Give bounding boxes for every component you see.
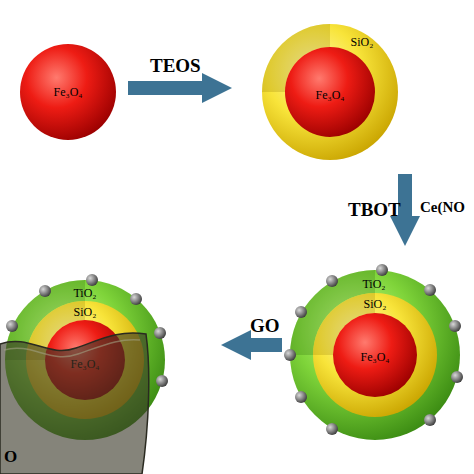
reagent-label: TEOS (150, 56, 201, 75)
dot (39, 285, 51, 297)
particle-layer: SiO₂ Fe₃O₄ (313, 293, 437, 417)
layer-label: Fe₃O₄ (360, 351, 389, 363)
sheet-highlight (4, 340, 140, 357)
layer-label: Fe₃O₄ (53, 86, 82, 98)
particle-layer: Fe₃O₄ (333, 313, 417, 397)
sphere (262, 24, 398, 160)
dot (326, 423, 338, 435)
layer-label: SiO₂ (351, 36, 374, 48)
dot (156, 375, 168, 387)
dot (6, 320, 18, 332)
process-arrow (128, 81, 202, 95)
reagent-label: TBOT (348, 200, 401, 219)
layer-label: SiO₂ (74, 306, 97, 318)
dot (284, 349, 296, 361)
sphere (290, 270, 460, 440)
dot (451, 371, 463, 383)
layer-label: O (4, 448, 17, 465)
dot (154, 327, 166, 339)
dot (376, 264, 388, 276)
dot (295, 306, 307, 318)
particle-layer: Fe₃O₄ (20, 44, 116, 140)
dot (295, 391, 307, 403)
layer-label: TiO₂ (73, 287, 96, 299)
dot (424, 414, 436, 426)
sphere (20, 44, 116, 140)
sphere (313, 293, 437, 417)
dot (449, 320, 461, 332)
reagent-label: GO (250, 316, 280, 335)
layer-label: SiO₂ (364, 298, 387, 310)
sphere (285, 47, 375, 137)
layer-label: Fe₃O₄ (315, 89, 344, 101)
dot (424, 284, 436, 296)
sheet-shape (0, 333, 149, 474)
process-arrow (251, 338, 282, 352)
sphere (333, 313, 417, 397)
shape-outline (0, 326, 150, 474)
layer-label: TiO₂ (362, 278, 385, 290)
dot (86, 274, 98, 286)
dot (130, 293, 142, 305)
particle-layer: TiO₂ SiO₂ Fe₃O₄ (290, 270, 460, 440)
graphene-oxide-sheet: O (0, 326, 150, 474)
particle-layer: Fe₃O₄ (285, 47, 375, 137)
dot (326, 275, 338, 287)
particle-layer: SiO₂ Fe₃O₄ (262, 24, 398, 160)
reagent-label: Ce(NO (420, 200, 465, 215)
